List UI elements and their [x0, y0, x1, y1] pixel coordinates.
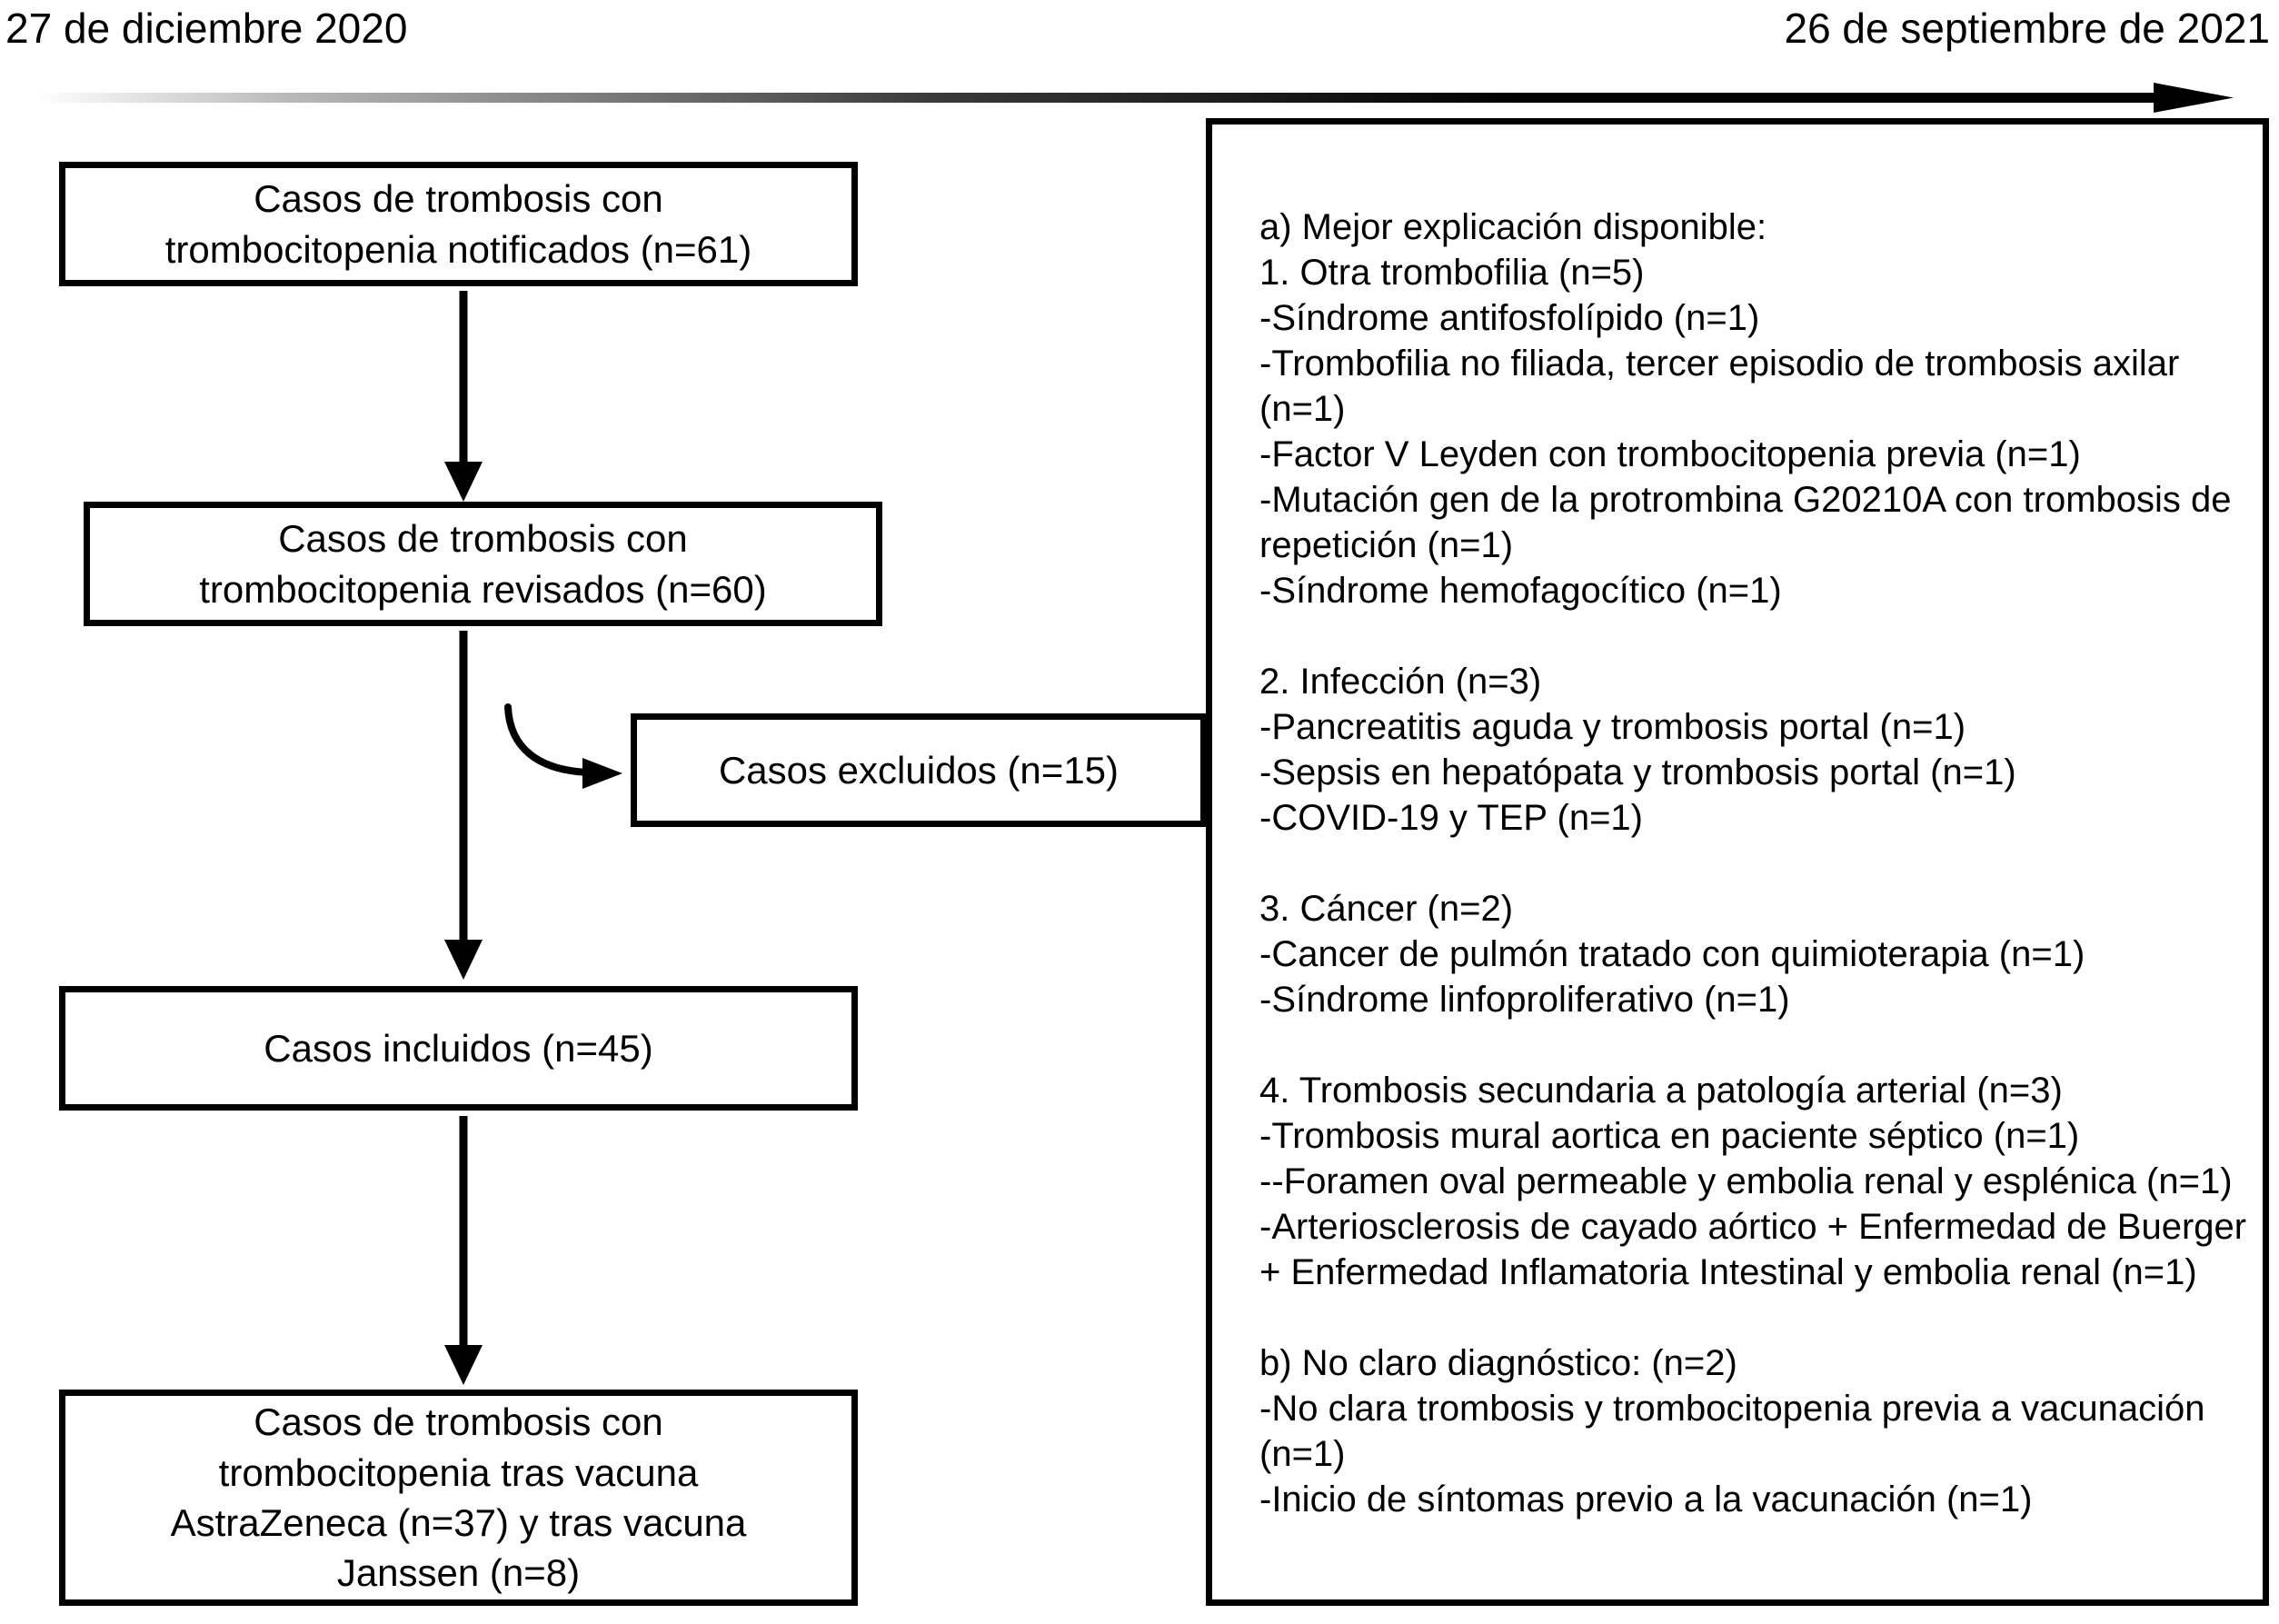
detail-line: -Mutación gen de la protrombina G20210A … — [1259, 480, 2232, 520]
box-included-cases: Casos incluidos (n=45) — [59, 986, 858, 1111]
detail-line: -Trombofilia no filiada, tercer episodio… — [1259, 344, 2180, 384]
detail-line: repetición (n=1) — [1259, 525, 1514, 565]
detail-line: b) No claro diagnóstico: (n=2) — [1259, 1343, 1737, 1383]
detail-line: (n=1) — [1259, 1434, 1346, 1474]
timeline-arrow-icon — [36, 83, 2234, 113]
detail-spacer — [1259, 841, 2248, 886]
detail-line: (n=1) — [1259, 389, 1346, 429]
arrow-reported-to-reviewed-icon — [444, 291, 483, 502]
box-reviewed-cases-label: Casos de trombosis con trombocitopenia r… — [199, 517, 767, 611]
detail-line: 2. Infección (n=3) — [1259, 662, 1542, 702]
detail-line: -Síndrome linfoproliferativo (n=1) — [1259, 980, 1790, 1020]
detail-line: 3. Cáncer (n=2) — [1259, 889, 1514, 929]
detail-line: -Síndrome hemofagocítico (n=1) — [1259, 571, 1782, 611]
detail-line: -COVID-19 y TEP (n=1) — [1259, 798, 1643, 838]
detail-line: -Inicio de síntomas previo a la vacunaci… — [1259, 1480, 2033, 1519]
detail-line: -Sepsis en hepatópata y trombosis portal… — [1259, 752, 2016, 792]
timeline-end-date: 26 de septiembre de 2021 — [1784, 5, 2270, 52]
box-reported-cases: Casos de trombosis con trombocitopenia n… — [59, 162, 858, 286]
detail-line: 1. Otra trombofilia (n=5) — [1259, 253, 1645, 293]
detail-line: -Arteriosclerosis de cayado aórtico + En… — [1259, 1207, 2247, 1247]
detail-spacer — [1259, 1022, 2248, 1068]
detail-spacer — [1259, 1295, 2248, 1340]
timeline-start-date: 27 de diciembre 2020 — [5, 5, 408, 52]
detail-spacer — [1259, 613, 2248, 659]
detail-line: --Foramen oval permeable y embolia renal… — [1259, 1161, 2233, 1201]
box-final-cases-label: Casos de trombosis con trombocitopenia t… — [170, 1400, 747, 1595]
box-final-cases: Casos de trombosis con trombocitopenia t… — [59, 1390, 858, 1606]
detail-line: -No clara trombosis y trombocitopenia pr… — [1259, 1389, 2205, 1429]
box-included-cases-label: Casos incluidos (n=45) — [264, 1026, 653, 1070]
detail-line: -Factor V Leyden con trombocitopenia pre… — [1259, 434, 2081, 474]
detail-line: 4. Trombosis secundaria a patología arte… — [1259, 1071, 2063, 1111]
arrow-to-excluded-icon — [504, 703, 622, 789]
detail-line: a) Mejor explicación disponible: — [1259, 207, 1767, 247]
box-reported-cases-label: Casos de trombosis con trombocitopenia n… — [164, 177, 752, 271]
exclusion-details-panel: a) Mejor explicación disponible: 1. Otra … — [1206, 118, 2269, 1606]
exclusion-details-list: a) Mejor explicación disponible: 1. Otra … — [1259, 204, 2248, 1522]
box-excluded-cases: Casos excluidos (n=15) — [631, 713, 1207, 827]
box-reviewed-cases: Casos de trombosis con trombocitopenia r… — [84, 502, 882, 626]
detail-line: -Cancer de pulmón tratado con quimiotera… — [1259, 934, 2085, 974]
box-excluded-cases-label: Casos excluidos (n=15) — [718, 748, 1120, 792]
detail-line: -Trombosis mural aortica en paciente sép… — [1259, 1116, 2080, 1156]
detail-line: -Pancreatitis aguda y trombosis portal (… — [1259, 707, 1966, 747]
detail-line: + Enfermedad Inflamatoria Intestinal y e… — [1259, 1252, 2197, 1292]
arrow-reviewed-to-included-icon — [444, 631, 483, 980]
arrow-included-to-final-icon — [444, 1116, 483, 1385]
detail-line: -Síndrome antifosfolípido (n=1) — [1259, 298, 1760, 338]
